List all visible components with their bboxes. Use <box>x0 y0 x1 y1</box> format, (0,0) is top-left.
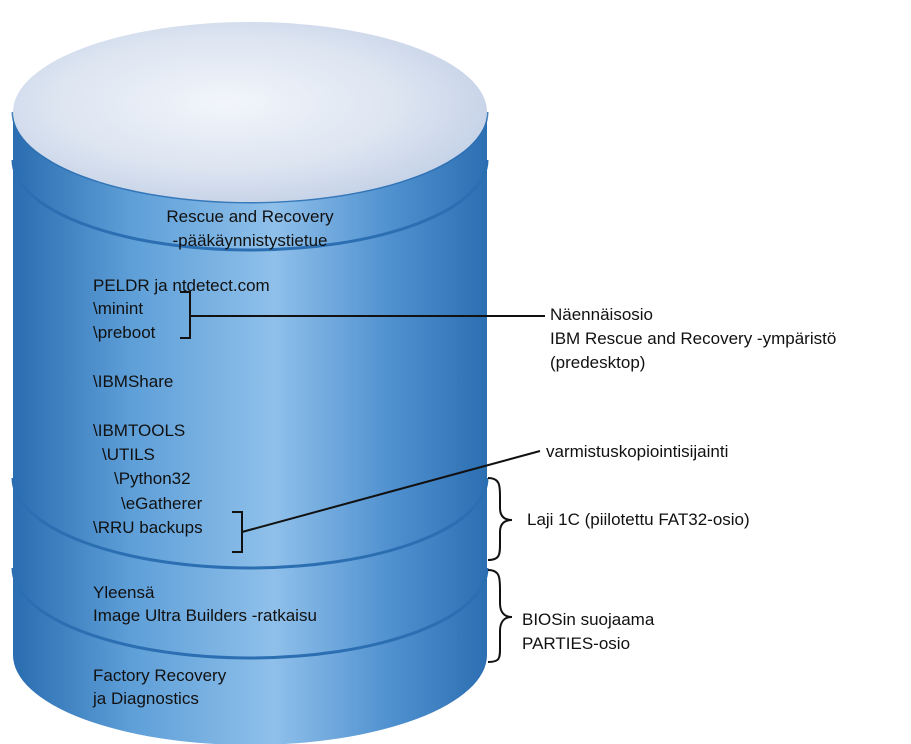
minint-label: \minint <box>93 299 144 318</box>
backup-location-bracket <box>232 450 541 553</box>
peldr-label: PELDR ja ntdetect.com <box>93 276 270 295</box>
factory-line-2: ja Diagnostics <box>93 689 199 708</box>
egatherer-label: \eGatherer <box>121 494 203 513</box>
virtual-partition-desc: IBM Rescue and Recovery -ympäristö <box>550 329 837 348</box>
rescue-header-line-2: -pääkäynnistystietue <box>172 231 328 250</box>
bios-protected-line-1: BIOSin suojaama <box>522 610 655 629</box>
bios-protected-line-2: PARTIES-osio <box>522 634 631 653</box>
rescue-header-line-1: Rescue and Recovery <box>166 207 334 226</box>
backup-location-label: varmistuskopiointisijainti <box>546 442 729 461</box>
ibmtools-label: \IBMTOOLS <box>93 421 186 440</box>
band-divider-4 <box>11 567 489 660</box>
image-ultra-line-1: Yleensä <box>93 583 155 602</box>
image-ultra-line-2: Image Ultra Builders -ratkaisu <box>93 606 317 625</box>
virtual-partition-title: Näennäisosio <box>550 305 654 324</box>
cylinder-body <box>13 112 487 744</box>
band-divider-3 <box>11 477 489 570</box>
band-divider-2 <box>11 159 489 252</box>
type-1c-label: Laji 1C (piilotettu FAT32-osio) <box>527 510 750 529</box>
python32-label: \Python32 <box>114 469 191 488</box>
virtual-partition-note: (predesktop) <box>550 353 646 372</box>
utils-label: \UTILS <box>102 445 155 464</box>
virtual-partition-bracket <box>180 291 545 339</box>
ibmshare-label: \IBMShare <box>93 372 174 391</box>
preboot-label: \preboot <box>93 323 156 342</box>
bios-protected-brace <box>487 569 513 663</box>
factory-line-1: Factory Recovery <box>93 666 227 685</box>
type-1c-brace <box>487 477 513 561</box>
rru-backups-label: \RRU backups <box>93 518 203 537</box>
cylinder-top <box>13 22 487 202</box>
